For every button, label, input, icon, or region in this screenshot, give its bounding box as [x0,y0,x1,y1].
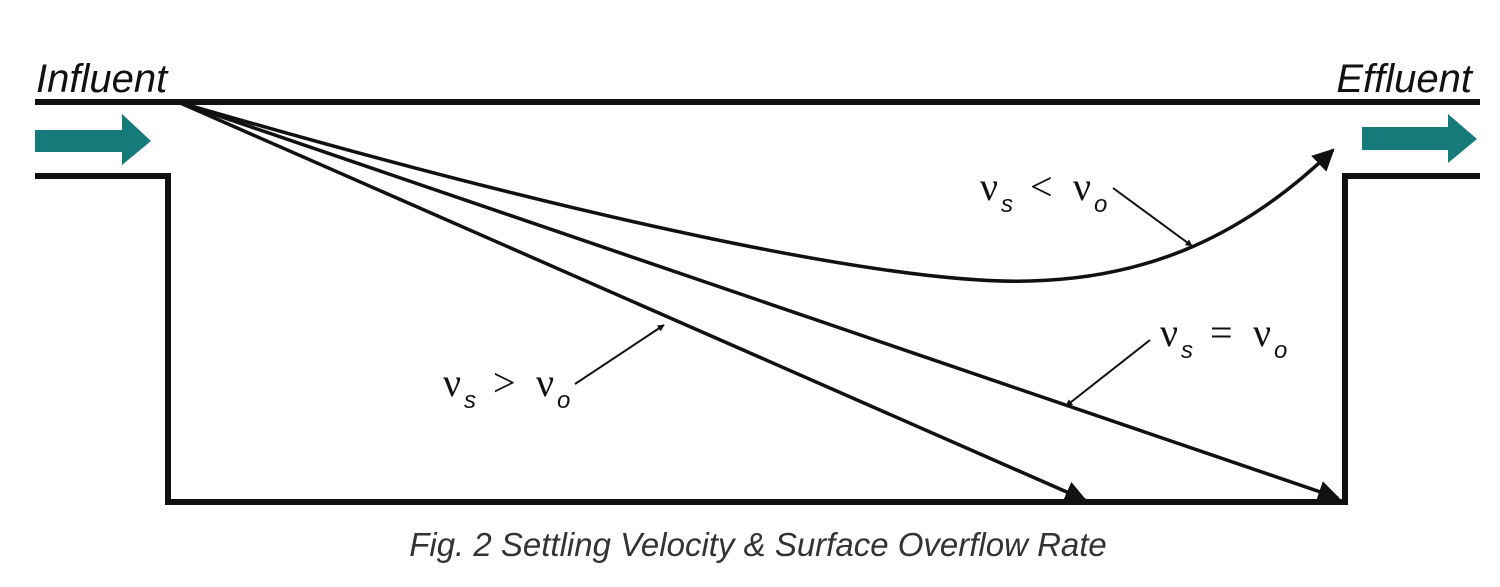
subscript-o: o [1094,191,1107,218]
trajectory-greater [177,100,1088,503]
trajectory-equal [177,100,1341,503]
operator: < [1030,164,1053,209]
nu-symbol: ν [536,360,554,405]
influent-flow-arrow-icon [35,114,151,165]
nu-symbol: ν [1160,310,1178,355]
subscript-s: s [1001,191,1013,218]
figure-caption: Fig. 2 Settling Velocity & Surface Overf… [409,526,1107,563]
label-greater: ν s > ν o [443,360,570,414]
pointer-equal [1065,339,1151,407]
subscript-o: o [557,387,570,414]
operator: > [493,360,516,405]
tank-basin-outline [35,173,1480,505]
trajectory-less [177,100,1335,283]
subscript-s: s [1181,337,1193,364]
label-equal: ν s = ν o [1160,310,1287,364]
nu-symbol: ν [980,164,998,209]
effluent-flow-arrow-icon [1362,114,1477,163]
nu-symbol: ν [1073,164,1091,209]
nu-symbol: ν [1253,310,1271,355]
nu-symbol: ν [443,360,461,405]
influent-label: Influent [36,57,169,101]
subscript-s: s [464,387,476,414]
pointer-greater [574,324,665,385]
subscript-o: o [1274,337,1287,364]
operator: = [1210,310,1233,355]
pointer-less [1112,187,1193,247]
effluent-label: Effluent [1336,57,1474,101]
label-less: ν s < ν o [980,164,1107,218]
